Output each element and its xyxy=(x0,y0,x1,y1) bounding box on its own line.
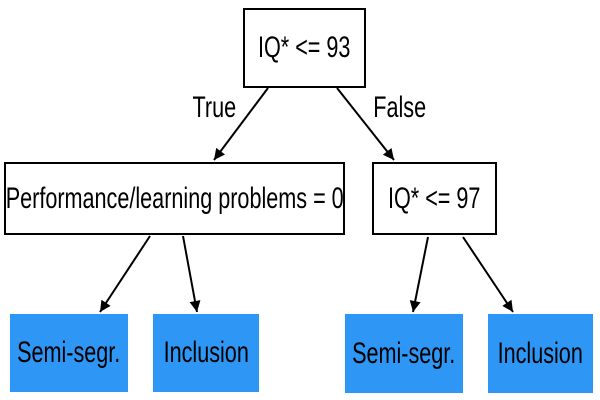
edge-label-false: False xyxy=(350,93,450,123)
edge-root-to-right-child xyxy=(336,87,395,161)
leaf-label: Semi-segr. xyxy=(17,336,121,369)
decision-node-performance-label: Performance/learning problems = 0 xyxy=(5,181,344,215)
leaf-node-inclusion-right: Inclusion xyxy=(488,314,593,393)
true-branch-label: True xyxy=(192,91,236,124)
leaf-label: Inclusion xyxy=(163,336,249,369)
leaf-label: Inclusion xyxy=(497,336,584,370)
edge-right-to-leaf-semi-segr xyxy=(409,236,429,313)
decision-node-performance-problems: Performance/learning problems = 0 xyxy=(4,162,345,235)
edge-label-true: True xyxy=(164,93,264,123)
leaf-node-inclusion-left: Inclusion xyxy=(153,314,259,392)
leaf-node-semi-segr-left: Semi-segr. xyxy=(10,314,128,392)
false-branch-label: False xyxy=(373,91,427,124)
edge-left-to-leaf-semi-segr xyxy=(99,235,151,313)
edge-root-to-left-child xyxy=(213,87,269,161)
root-decision-label: IQ* <= 93 xyxy=(258,31,351,64)
decision-node-iq-97: IQ* <= 97 xyxy=(372,162,497,235)
edge-right-to-leaf-inclusion xyxy=(462,236,514,313)
decision-node-iq-97-label: IQ* <= 97 xyxy=(388,181,481,215)
leaf-label: Semi-segr. xyxy=(352,336,456,370)
edge-left-to-leaf-inclusion xyxy=(182,235,201,313)
leaf-node-semi-segr-right: Semi-segr. xyxy=(345,314,463,393)
root-decision-node: IQ* <= 93 xyxy=(243,8,366,88)
